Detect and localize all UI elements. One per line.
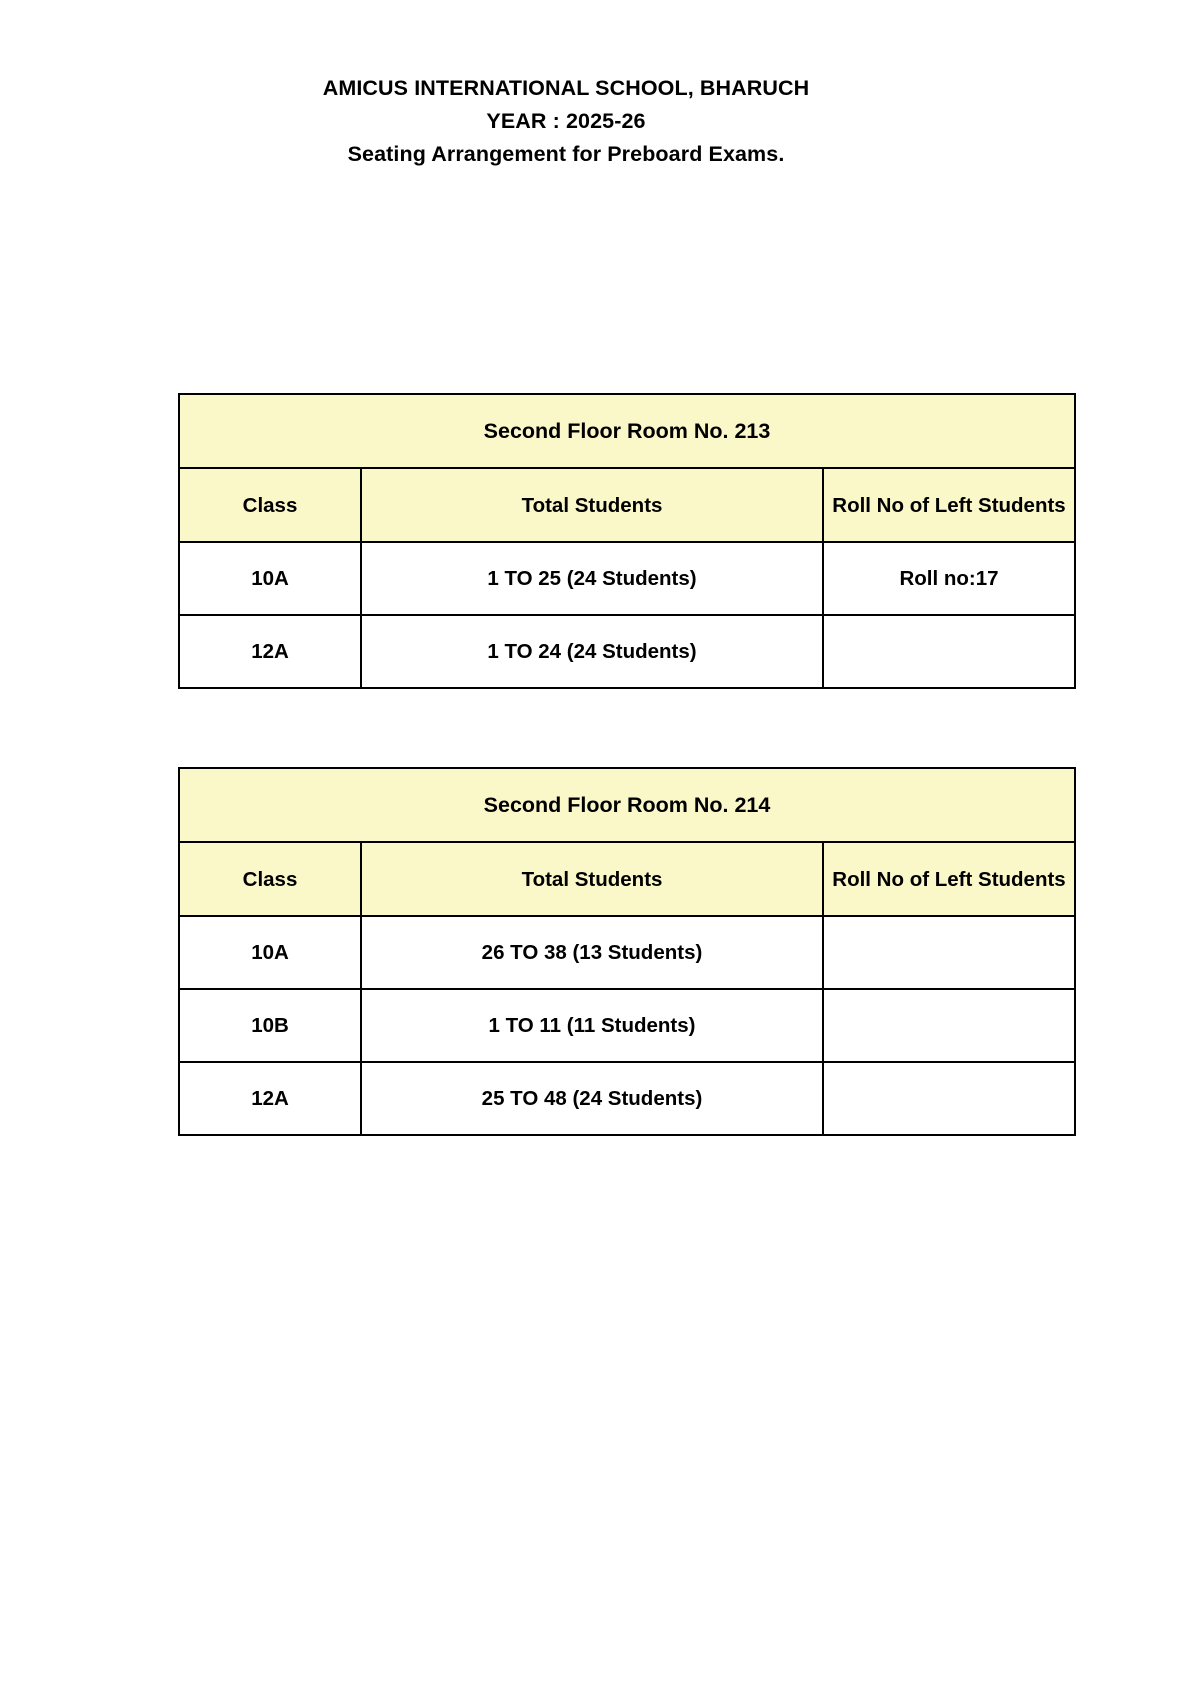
academic-year-line: YEAR : 2025-26 bbox=[486, 109, 646, 133]
cell-roll-no-left bbox=[822, 614, 1076, 689]
cell-class: 10A bbox=[178, 915, 362, 990]
cell-class: 12A bbox=[178, 614, 362, 689]
column-header-class: Class bbox=[178, 841, 362, 917]
seating-table-room-213: Second Floor Room No. 213 Class Total St… bbox=[178, 393, 1076, 689]
table-row: 12A 1 TO 24 (24 Students) bbox=[178, 614, 1076, 689]
table-title-row: Second Floor Room No. 213 bbox=[178, 393, 1076, 469]
table-header-row: Class Total Students Roll No of Left Stu… bbox=[178, 467, 1076, 543]
room-title: Second Floor Room No. 213 bbox=[178, 393, 1076, 469]
table-title-row: Second Floor Room No. 214 bbox=[178, 767, 1076, 843]
column-header-class: Class bbox=[178, 467, 362, 543]
column-header-total-students: Total Students bbox=[360, 841, 824, 917]
cell-total-students: 1 TO 24 (24 Students) bbox=[360, 614, 824, 689]
document-subtitle-line: Seating Arrangement for Preboard Exams. bbox=[347, 142, 785, 166]
room-title: Second Floor Room No. 214 bbox=[178, 767, 1076, 843]
cell-roll-no-left bbox=[822, 988, 1076, 1063]
column-header-roll-no-left-students: Roll No of Left Students bbox=[822, 467, 1076, 543]
cell-total-students: 25 TO 48 (24 Students) bbox=[360, 1061, 824, 1136]
cell-class: 10A bbox=[178, 541, 362, 616]
cell-total-students: 26 TO 38 (13 Students) bbox=[360, 915, 824, 990]
cell-class: 10B bbox=[178, 988, 362, 1063]
cell-total-students: 1 TO 11 (11 Students) bbox=[360, 988, 824, 1063]
table-header-row: Class Total Students Roll No of Left Stu… bbox=[178, 841, 1076, 917]
school-name-line: AMICUS INTERNATIONAL SCHOOL, BHARUCH bbox=[322, 76, 810, 100]
cell-roll-no-left bbox=[822, 1061, 1076, 1136]
table-row: 10A 1 TO 25 (24 Students) Roll no:17 bbox=[178, 541, 1076, 616]
table-row: 10B 1 TO 11 (11 Students) bbox=[178, 988, 1076, 1063]
seating-table-room-214: Second Floor Room No. 214 Class Total St… bbox=[178, 767, 1076, 1136]
column-header-roll-no-left-students: Roll No of Left Students bbox=[822, 841, 1076, 917]
cell-roll-no-left: Roll no:17 bbox=[822, 541, 1076, 616]
table-row: 12A 25 TO 48 (24 Students) bbox=[178, 1061, 1076, 1136]
cell-class: 12A bbox=[178, 1061, 362, 1136]
document-header: AMICUS INTERNATIONAL SCHOOL, BHARUCH YEA… bbox=[0, 72, 1132, 171]
cell-total-students: 1 TO 25 (24 Students) bbox=[360, 541, 824, 616]
table-row: 10A 26 TO 38 (13 Students) bbox=[178, 915, 1076, 990]
cell-roll-no-left bbox=[822, 915, 1076, 990]
column-header-total-students: Total Students bbox=[360, 467, 824, 543]
